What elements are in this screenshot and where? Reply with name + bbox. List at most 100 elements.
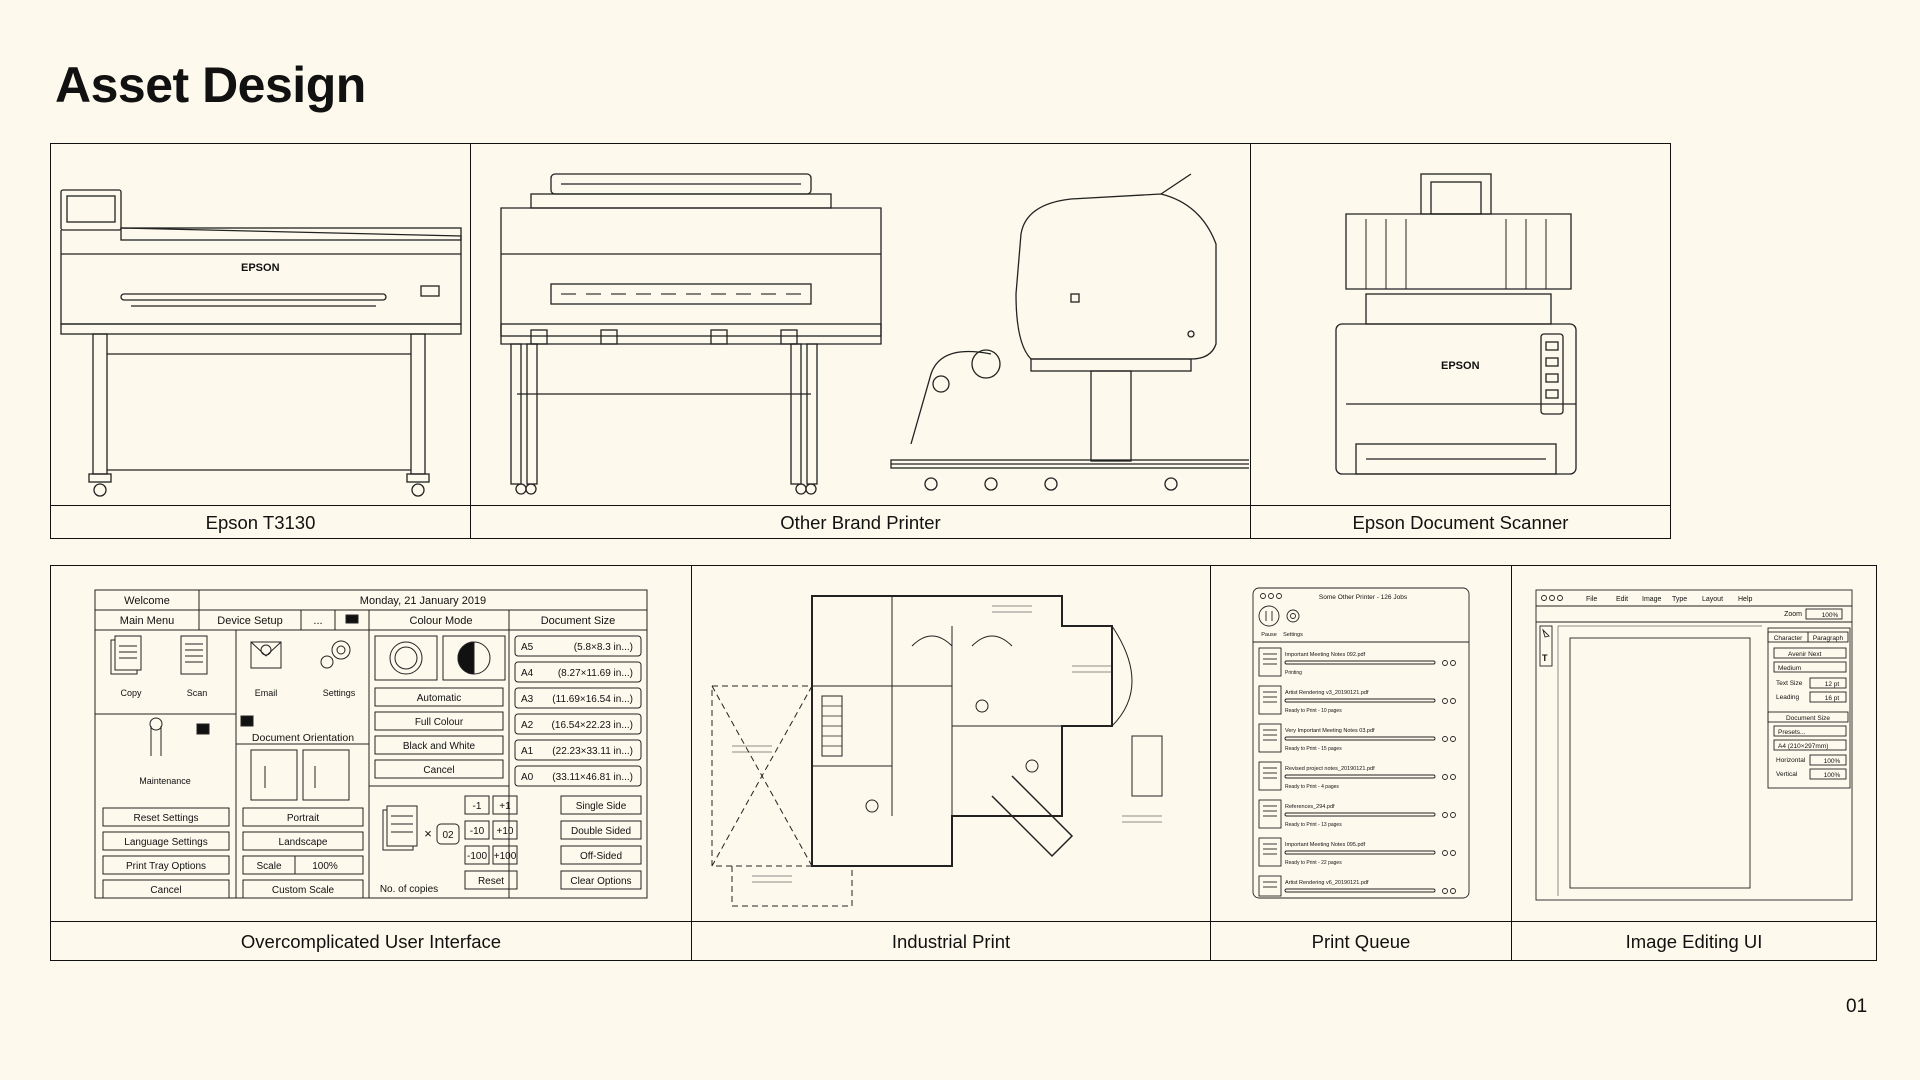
ui-docsize-title: Document Size	[541, 615, 616, 627]
svg-text:A1: A1	[521, 746, 534, 757]
ui-copy-label: Copy	[120, 688, 142, 698]
svg-text:Medium: Medium	[1778, 665, 1801, 672]
ui-portrait-button: Portrait	[287, 813, 319, 824]
ui-off-sided-button: Off-Sided	[580, 851, 622, 862]
svg-text:Leading: Leading	[1776, 694, 1800, 701]
ui-copies-icon	[382, 805, 418, 851]
ui-tab-main-menu: Main Menu	[120, 615, 174, 627]
ui-copies-label: No. of copies	[380, 884, 438, 895]
ui-date: Monday, 21 January 2019	[360, 595, 486, 607]
svg-text:A5: A5	[521, 642, 534, 653]
svg-text:(16.54×22.23 in...): (16.54×22.23 in...)	[552, 720, 633, 731]
panel-image-editing-ui: File Edit Image Type Layout Help Zoom 10…	[1511, 565, 1877, 961]
editor-zoom-value: 100%	[1822, 612, 1839, 619]
floor-plan-drawing	[711, 595, 1163, 907]
overcomplicated-ui-drawing: Welcome Monday, 21 January 2019 Main Men…	[94, 589, 648, 899]
svg-text:A3: A3	[521, 694, 534, 705]
ui-docsize-list: A5 (5.8×8.3 in...) A4 (8.27×11.69 in...)…	[514, 635, 642, 787]
ui-scan-label: Scan	[187, 688, 208, 698]
svg-text:(5.8×8.3 in...): (5.8×8.3 in...)	[574, 642, 633, 653]
svg-text:Important Meeting Notes 095.pd: Important Meeting Notes 095.pdf	[1285, 842, 1366, 848]
svg-text:A0: A0	[521, 772, 534, 783]
svg-text:100%: 100%	[1824, 758, 1841, 765]
editor-menu-image: Image	[1642, 596, 1662, 603]
editor-menu-type: Type	[1672, 596, 1687, 603]
svg-text:Artist Rendering v6_20190121.p: Artist Rendering v6_20190121.pdf	[1285, 880, 1369, 886]
svg-text:Ready to Print - 4 pages: Ready to Print - 4 pages	[1285, 784, 1339, 790]
svg-text:Printing: Printing	[1285, 670, 1302, 676]
ui-landscape-button: Landscape	[279, 837, 328, 848]
ui-scale-value: 100%	[312, 861, 338, 872]
ui-settings-label: Settings	[323, 688, 356, 698]
editor-menu-edit: Edit	[1616, 596, 1628, 603]
svg-text:A4 (210×297mm): A4 (210×297mm)	[1778, 743, 1828, 750]
svg-text:References_294.pdf: References_294.pdf	[1285, 804, 1335, 810]
svg-text:Text Size: Text Size	[1776, 680, 1803, 687]
caption-epson-t3130: Epson T3130	[205, 511, 316, 533]
editor-menu-file: File	[1586, 596, 1597, 603]
ui-cancel-left-button: Cancel	[150, 885, 181, 896]
ui-scan-icon	[180, 635, 208, 675]
caption-overcomplicated-ui: Overcomplicated User Interface	[240, 930, 502, 952]
svg-text:12 pt: 12 pt	[1825, 681, 1840, 688]
caption-image-editing-ui: Image Editing UI	[1625, 930, 1763, 952]
caption-other-brand-printer: Other Brand Printer	[780, 511, 941, 533]
svg-text:Document Size: Document Size	[1786, 715, 1830, 722]
ui-tools-icon	[149, 717, 210, 756]
svg-text:Ready to Print - 15 pages: Ready to Print - 15 pages	[1285, 746, 1342, 752]
ui-step-plus100: +100	[494, 851, 517, 862]
svg-text:100%: 100%	[1824, 772, 1841, 779]
editor-side-panel: Character Paragraph Avenir Next Medium T…	[1767, 627, 1851, 789]
svg-text:16 pt: 16 pt	[1825, 695, 1840, 702]
ui-black-white-button: Black and White	[403, 741, 476, 752]
editor-text-tool-icon: T	[1542, 653, 1548, 663]
ui-orientation-title: Document Orientation	[252, 732, 354, 744]
epson-logo: EPSON	[241, 262, 280, 274]
svg-text:(8.27×11.69 in...): (8.27×11.69 in...)	[558, 668, 633, 679]
ui-copies-value: 02	[442, 830, 454, 841]
svg-text:A4: A4	[521, 668, 534, 679]
ui-step-minus1: -1	[473, 801, 482, 812]
ui-flag-icon	[345, 614, 359, 624]
caption-epson-document-scanner: Epson Document Scanner	[1352, 511, 1569, 533]
ui-single-side-button: Single Side	[576, 801, 627, 812]
ui-language-settings-button: Language Settings	[124, 837, 207, 848]
queue-pause-button: Pause	[1261, 632, 1277, 638]
ui-step-plus10: +10	[497, 826, 514, 837]
panel-print-queue: Some Other Printer - 126 Jobs Pause Sett…	[1210, 565, 1512, 961]
ui-email-icon	[250, 641, 282, 669]
svg-text:Artist Rendering v3_20190121.p: Artist Rendering v3_20190121.pdf	[1285, 690, 1369, 696]
page-number: 01	[1846, 996, 1868, 1017]
editor-zoom-label: Zoom	[1784, 611, 1802, 618]
epson-t3130-drawing: EPSON	[60, 189, 462, 497]
ui-orientation-flag-icon	[240, 715, 254, 727]
panel-epson-t3130: EPSON Epson T3130	[50, 143, 471, 539]
ui-welcome: Welcome	[124, 595, 170, 607]
queue-title: Some Other Printer - 126 Jobs	[1319, 594, 1408, 601]
svg-text:(11.69×16.54 in...): (11.69×16.54 in...)	[552, 694, 633, 705]
svg-text:Paragraph: Paragraph	[1813, 635, 1844, 642]
svg-text:Revised project notes_20190121: Revised project notes_20190121.pdf	[1285, 766, 1375, 772]
ui-custom-scale-button: Custom Scale	[272, 885, 335, 896]
ui-reset-settings-button: Reset Settings	[133, 813, 198, 824]
panel-epson-document-scanner: EPSON Epson Document Scanner	[1250, 143, 1671, 539]
ui-scale-label: Scale	[256, 861, 281, 872]
svg-text:Presets...: Presets...	[1778, 729, 1806, 736]
panel-other-brand-printer: Other Brand Printer	[470, 143, 1251, 539]
svg-text:Horizontal: Horizontal	[1776, 757, 1806, 764]
ui-settings-icon	[320, 640, 351, 669]
caption-print-queue: Print Queue	[1311, 930, 1411, 952]
epson-scanner-logo: EPSON	[1441, 360, 1480, 372]
ui-tab-device-setup: Device Setup	[217, 615, 282, 627]
ui-cancel-colour-button: Cancel	[423, 765, 454, 776]
ui-maintenance-label: Maintenance	[139, 776, 191, 786]
epson-scanner-drawing: EPSON	[1335, 173, 1577, 475]
svg-text:Avenir Next: Avenir Next	[1788, 651, 1822, 658]
image-editor-drawing: File Edit Image Type Layout Help Zoom 10…	[1535, 589, 1853, 901]
ui-tab-more: ...	[313, 615, 322, 627]
ui-copies-times: ×	[424, 826, 432, 841]
svg-text:Very Important Meeting Notes 0: Very Important Meeting Notes 03.pdf	[1285, 728, 1375, 734]
ui-colour-title: Colour Mode	[410, 615, 473, 627]
ui-clear-options-button: Clear Options	[570, 876, 631, 887]
ui-print-tray-button: Print Tray Options	[126, 861, 206, 872]
